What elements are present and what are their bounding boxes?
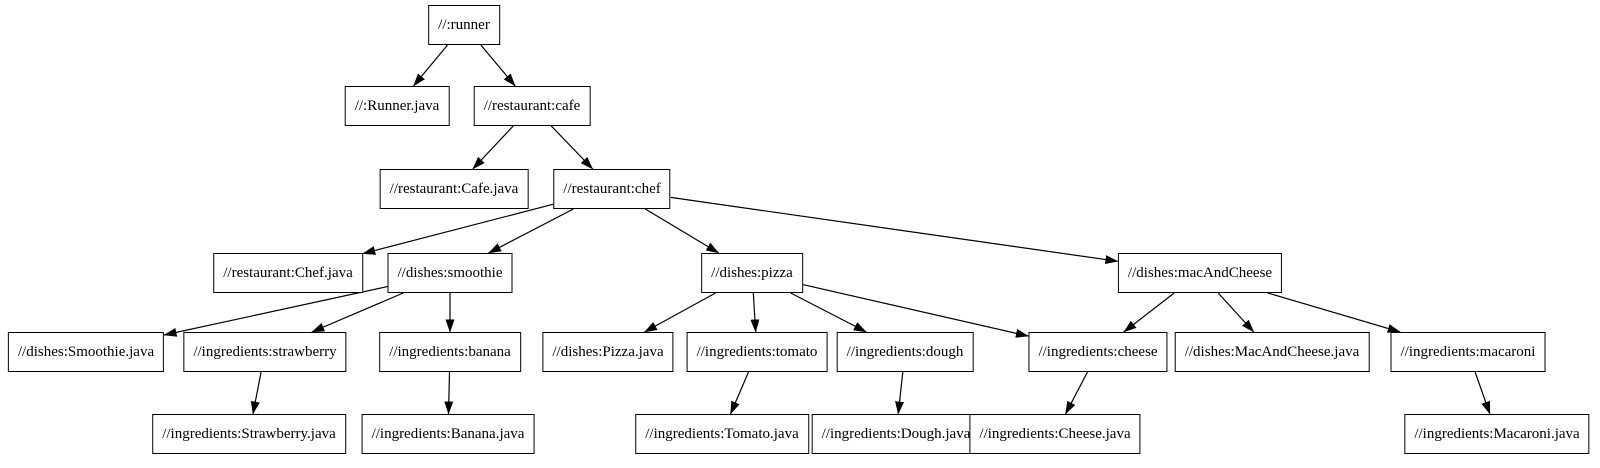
node-macaroni-java: //ingredients:Macaroni.java [1404, 414, 1590, 454]
node-chef: //restaurant:chef [553, 169, 671, 209]
node-cafe: //restaurant:cafe [473, 86, 591, 126]
edge-mac-and-cheese-to-mac-and-cheese-java [1217, 292, 1255, 333]
node-strawberry-java: //ingredients:Strawberry.java [152, 414, 346, 454]
edge-pizza-to-tomato [750, 292, 760, 333]
edge-chef-to-mac-and-cheese [670, 196, 1119, 264]
node-mac-and-cheese-java: //dishes:MacAndCheese.java [1174, 332, 1370, 372]
edge-smoothie-to-smoothie-java [163, 286, 388, 337]
node-smoothie-java: //dishes:Smoothie.java [7, 332, 165, 372]
node-macaroni: //ingredients:macaroni [1390, 332, 1546, 372]
edge-strawberry-to-strawberry-java [250, 371, 262, 415]
edge-chef-to-pizza [644, 208, 720, 254]
node-pizza-java: //dishes:Pizza.java [542, 332, 674, 372]
node-smoothie: //dishes:smoothie [387, 253, 513, 293]
node-dough: //ingredients:dough [836, 332, 974, 372]
edge-chef-to-chef-java [362, 203, 554, 255]
edge-tomato-to-tomato-java [729, 371, 750, 415]
edge-smoothie-to-strawberry [311, 292, 404, 333]
node-cheese-java: //ingredients:Cheese.java [969, 414, 1141, 454]
edge-banana-to-banana-java [444, 371, 454, 415]
edge-mac-and-cheese-to-cheese [1123, 292, 1175, 333]
node-chef-java: //restaurant:Chef.java [213, 253, 363, 293]
node-banana: //ingredients:banana [379, 332, 521, 372]
edge-mac-and-cheese-to-macaroni [1267, 292, 1401, 333]
node-cafe-java: //restaurant:Cafe.java [379, 169, 529, 209]
edge-pizza-to-pizza-java [644, 292, 716, 333]
edge-pizza-to-dough [790, 292, 867, 333]
node-strawberry: //ingredients:strawberry [183, 332, 347, 372]
edge-cafe-to-chef [550, 125, 594, 170]
node-cheese: //ingredients:cheese [1028, 332, 1168, 372]
edge-cafe-to-cafe-java [472, 125, 514, 170]
edge-macaroni-to-macaroni-java [1474, 371, 1491, 415]
edge-runner-to-cafe [480, 44, 516, 87]
edge-cheese-to-cheese-java [1064, 371, 1089, 415]
edge-runner-to-runner-java [413, 44, 448, 87]
node-runner-java: //:Runner.java [344, 86, 450, 126]
edge-chef-to-smoothie [488, 208, 574, 254]
node-tomato-java: //ingredients:Tomato.java [635, 414, 809, 454]
node-banana-java: //ingredients:Banana.java [361, 414, 535, 454]
node-dough-java: //ingredients:Dough.java [811, 414, 981, 454]
node-tomato: //ingredients:tomato [686, 332, 828, 372]
node-runner: //:runner [428, 5, 500, 45]
edge-pizza-to-cheese [802, 284, 1029, 338]
edge-dough-to-dough-java [895, 371, 905, 415]
node-pizza: //dishes:pizza [701, 253, 803, 293]
node-mac-and-cheese: //dishes:macAndCheese [1117, 253, 1283, 293]
